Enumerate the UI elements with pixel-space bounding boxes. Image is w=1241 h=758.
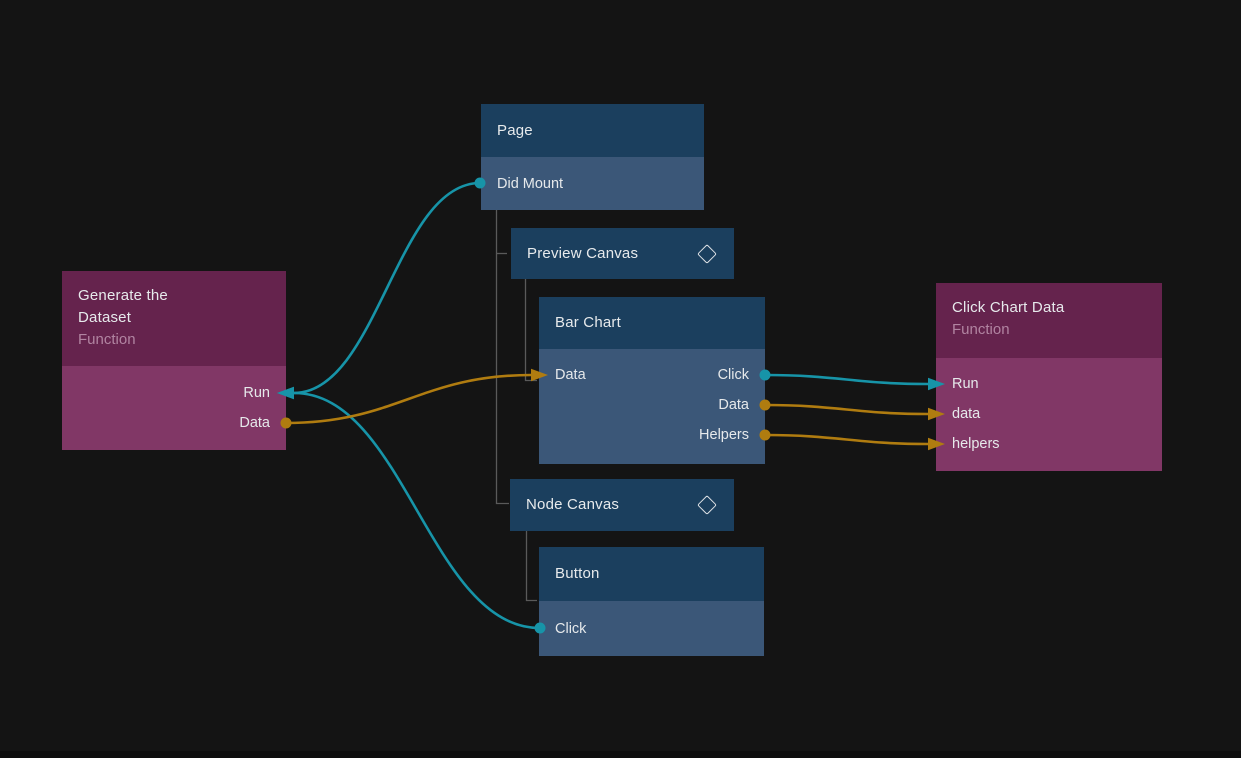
- node-title: Click Chart Data: [952, 299, 1065, 316]
- node-title: Preview Canvas: [527, 244, 639, 262]
- edge-button-click-to-generate-run[interactable]: [292, 391, 542, 630]
- port-output-click[interactable]: Click: [539, 360, 765, 390]
- canvas-bottom-edge: [0, 751, 1241, 758]
- port-output-run[interactable]: Run: [62, 378, 286, 408]
- port-label: Data: [239, 415, 270, 431]
- port-label: helpers: [952, 436, 1000, 452]
- node-title-bar[interactable]: Page: [481, 104, 704, 157]
- node-title-bar[interactable]: Generate the Dataset Function: [62, 271, 286, 366]
- hierarchy-line: [525, 531, 537, 602]
- port-input-helpers[interactable]: helpers: [936, 429, 1162, 459]
- port-label: data: [952, 406, 981, 422]
- port-label: Run: [952, 376, 979, 392]
- node-page[interactable]: Page Did Mount: [481, 104, 704, 210]
- port-label: Data: [718, 397, 749, 413]
- node-title: Button: [555, 565, 600, 582]
- node-title: Page: [497, 121, 533, 139]
- port-label: Click: [717, 367, 749, 383]
- edge-barchart-click-to-ccd-run[interactable]: [763, 373, 930, 386]
- node-preview-canvas[interactable]: Preview Canvas: [511, 228, 734, 279]
- node-node-canvas[interactable]: Node Canvas: [510, 479, 734, 531]
- node-title-bar[interactable]: Click Chart Data Function: [936, 283, 1162, 358]
- node-title-bar[interactable]: Node Canvas: [510, 479, 734, 531]
- hierarchy-line: [524, 279, 537, 382]
- edge-generate-data-to-barchart-data_in[interactable]: [284, 373, 533, 425]
- node-title: Bar Chart: [555, 314, 621, 331]
- node-generate-the-dataset[interactable]: Generate the Dataset Function Run Data: [62, 271, 286, 450]
- port-label: Helpers: [699, 427, 749, 443]
- port-label: Run: [243, 385, 270, 401]
- port-label: Data: [555, 367, 586, 383]
- port-output-helpers[interactable]: Helpers: [539, 420, 765, 450]
- node-title: Node Canvas: [526, 496, 620, 513]
- hierarchy-line: [495, 210, 509, 505]
- port-input-data[interactable]: data: [936, 399, 1162, 429]
- port-output-data[interactable]: Data: [539, 390, 765, 420]
- port-output-did-mount[interactable]: Did Mount: [481, 157, 704, 210]
- node-title-bar[interactable]: Button: [539, 547, 764, 601]
- node-subtitle: Function: [952, 321, 1010, 338]
- port-label: Click: [555, 620, 587, 637]
- port-label: Did Mount: [497, 175, 564, 192]
- node-bar-chart[interactable]: Bar Chart Data Click Data Helpers: [539, 297, 765, 464]
- port-input-data[interactable]: Data: [539, 360, 586, 390]
- node-title: Generate the Dataset: [78, 287, 168, 326]
- node-click-chart-data[interactable]: Click Chart Data Function Run data helpe…: [936, 283, 1162, 471]
- port-input-run[interactable]: Run: [936, 369, 1162, 399]
- edge-barchart-helpers-to-ccd-helpers[interactable]: [763, 433, 930, 446]
- node-subtitle: Function: [78, 331, 136, 348]
- edge-page-didmount-to-generate-run[interactable]: [292, 181, 482, 395]
- edge-barchart-data-to-ccd-data[interactable]: [763, 403, 930, 416]
- node-button[interactable]: Button Click: [539, 547, 764, 656]
- node-title-bar[interactable]: Bar Chart: [539, 297, 765, 349]
- node-title-bar[interactable]: Preview Canvas: [511, 228, 734, 279]
- component-diamond-icon: [697, 495, 717, 515]
- component-diamond-icon: [697, 243, 717, 264]
- port-output-data[interactable]: Data: [62, 408, 286, 438]
- port-output-click[interactable]: Click: [539, 601, 764, 656]
